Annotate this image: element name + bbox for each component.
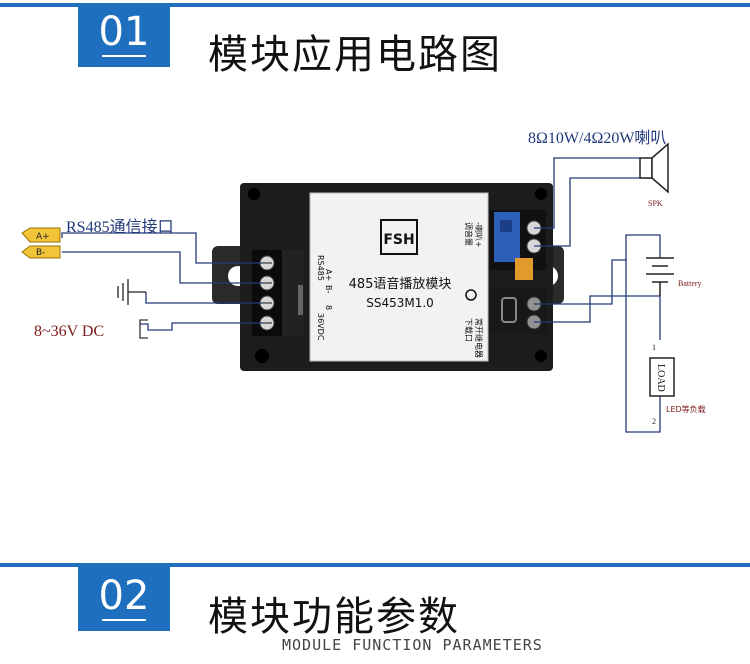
left-term-b: B- — [324, 285, 333, 293]
spk-label: SPK — [648, 199, 663, 208]
ground-symbol — [117, 279, 146, 305]
battery-icon — [646, 257, 674, 296]
left-term-a: A+ — [324, 269, 333, 281]
section-divider-line — [0, 563, 750, 567]
module-logo: FSH — [383, 232, 414, 248]
dc-label: 8~36V DC — [34, 323, 104, 340]
load-note: LED等负载 — [666, 404, 706, 414]
left-term-36vdc: 36VDC — [316, 313, 325, 341]
speaker-icon — [639, 142, 669, 194]
load-icon — [649, 357, 675, 397]
b-minus-label: B- — [36, 248, 45, 258]
module-name: 485语音播放模块 — [349, 276, 452, 292]
dc-plug-symbol — [139, 319, 148, 339]
module-model: SS453M1.0 — [366, 296, 434, 310]
top-accent-line — [0, 3, 750, 7]
section-title: 模块应用电路图 — [208, 32, 502, 78]
right-term-relay: 常开继电器 — [474, 318, 484, 358]
left-term-header: RS485 — [316, 255, 325, 281]
section-subtitle-2: MODULE FUNCTION PARAMETERS — [282, 636, 543, 654]
section-number-badge-2: 02 — [78, 567, 170, 631]
section-number-badge: 01 — [78, 3, 170, 67]
left-term-8: 8 — [324, 305, 333, 310]
rs485-label: RS485通信接口 — [66, 218, 174, 236]
circuit-diagram: FSH 485语音播放模块 SS453M1.0 RS485 A+ B- 8 36… — [21, 129, 706, 433]
a-plus-label: A+ — [36, 232, 50, 242]
right-term-volume: 调音量 — [464, 222, 474, 246]
rs485-connector: A+ B- — [21, 227, 61, 259]
right-term-speaker: -喇叭+ — [474, 222, 484, 248]
right-term-download: 下载口 — [464, 318, 474, 342]
section-number: 01 — [98, 9, 150, 55]
load-pin2: 2 — [652, 417, 656, 426]
section-number-2: 02 — [98, 573, 150, 619]
wiring — [61, 157, 661, 433]
speaker-label: 8Ω10W/4Ω20W喇叭 — [528, 129, 666, 147]
module-body — [212, 183, 564, 371]
load-label: LOAD — [655, 364, 666, 392]
load-pin1: 1 — [652, 343, 656, 352]
battery-label: Battery — [678, 279, 702, 288]
section-title-2: 模块功能参数 — [208, 594, 460, 640]
module-label: FSH 485语音播放模块 SS453M1.0 RS485 A+ B- 8 36… — [316, 219, 484, 358]
